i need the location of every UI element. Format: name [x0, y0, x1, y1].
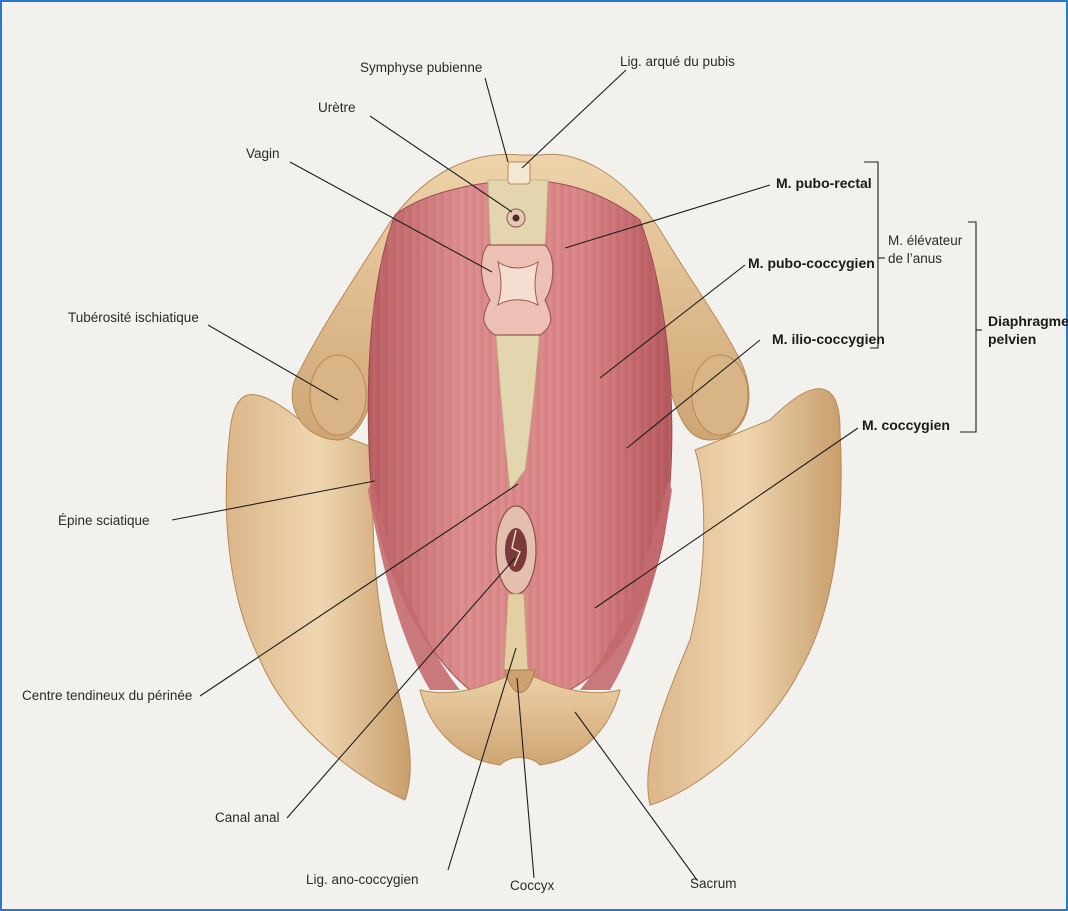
label-sacrum: Sacrum [690, 876, 737, 891]
label-elevateur-line2: de l’anus [888, 251, 942, 266]
label-lig-ano-coccygien: Lig. ano-coccygien [306, 872, 419, 887]
brackets [864, 162, 982, 432]
label-tuberosite-ischiatique: Tubérosité ischiatique [68, 310, 199, 325]
label-elevateur-line1: M. élévateur [888, 233, 963, 248]
label-coccygien: M. coccygien [862, 417, 950, 433]
label-ilio-coccygien: M. ilio-coccygien [772, 331, 885, 347]
label-centre-tendineux: Centre tendineux du périnée [22, 688, 192, 703]
label-coccyx: Coccyx [510, 878, 555, 893]
label-diaphragme-line1: Diaphragme [988, 313, 1068, 329]
pubic-symphysis [508, 162, 530, 184]
label-pubo-rectal: M. pubo-rectal [776, 175, 872, 191]
right-tuberosity [692, 355, 748, 435]
label-canal-anal: Canal anal [215, 810, 280, 825]
label-pubo-coccygien: M. pubo-coccygien [748, 255, 875, 271]
anococcygeal-ligament [504, 594, 528, 670]
left-tuberosity [310, 355, 366, 435]
right-ischium-bone [648, 389, 841, 805]
label-uretre: Urètre [318, 100, 356, 115]
label-vagin: Vagin [246, 146, 280, 161]
label-diaphragme-line2: pelvien [988, 331, 1036, 347]
label-symphyse-pubienne: Symphyse pubienne [360, 60, 482, 75]
label-epine-sciatique: Épine sciatique [58, 513, 150, 528]
label-lig-arque: Lig. arqué du pubis [620, 54, 735, 69]
